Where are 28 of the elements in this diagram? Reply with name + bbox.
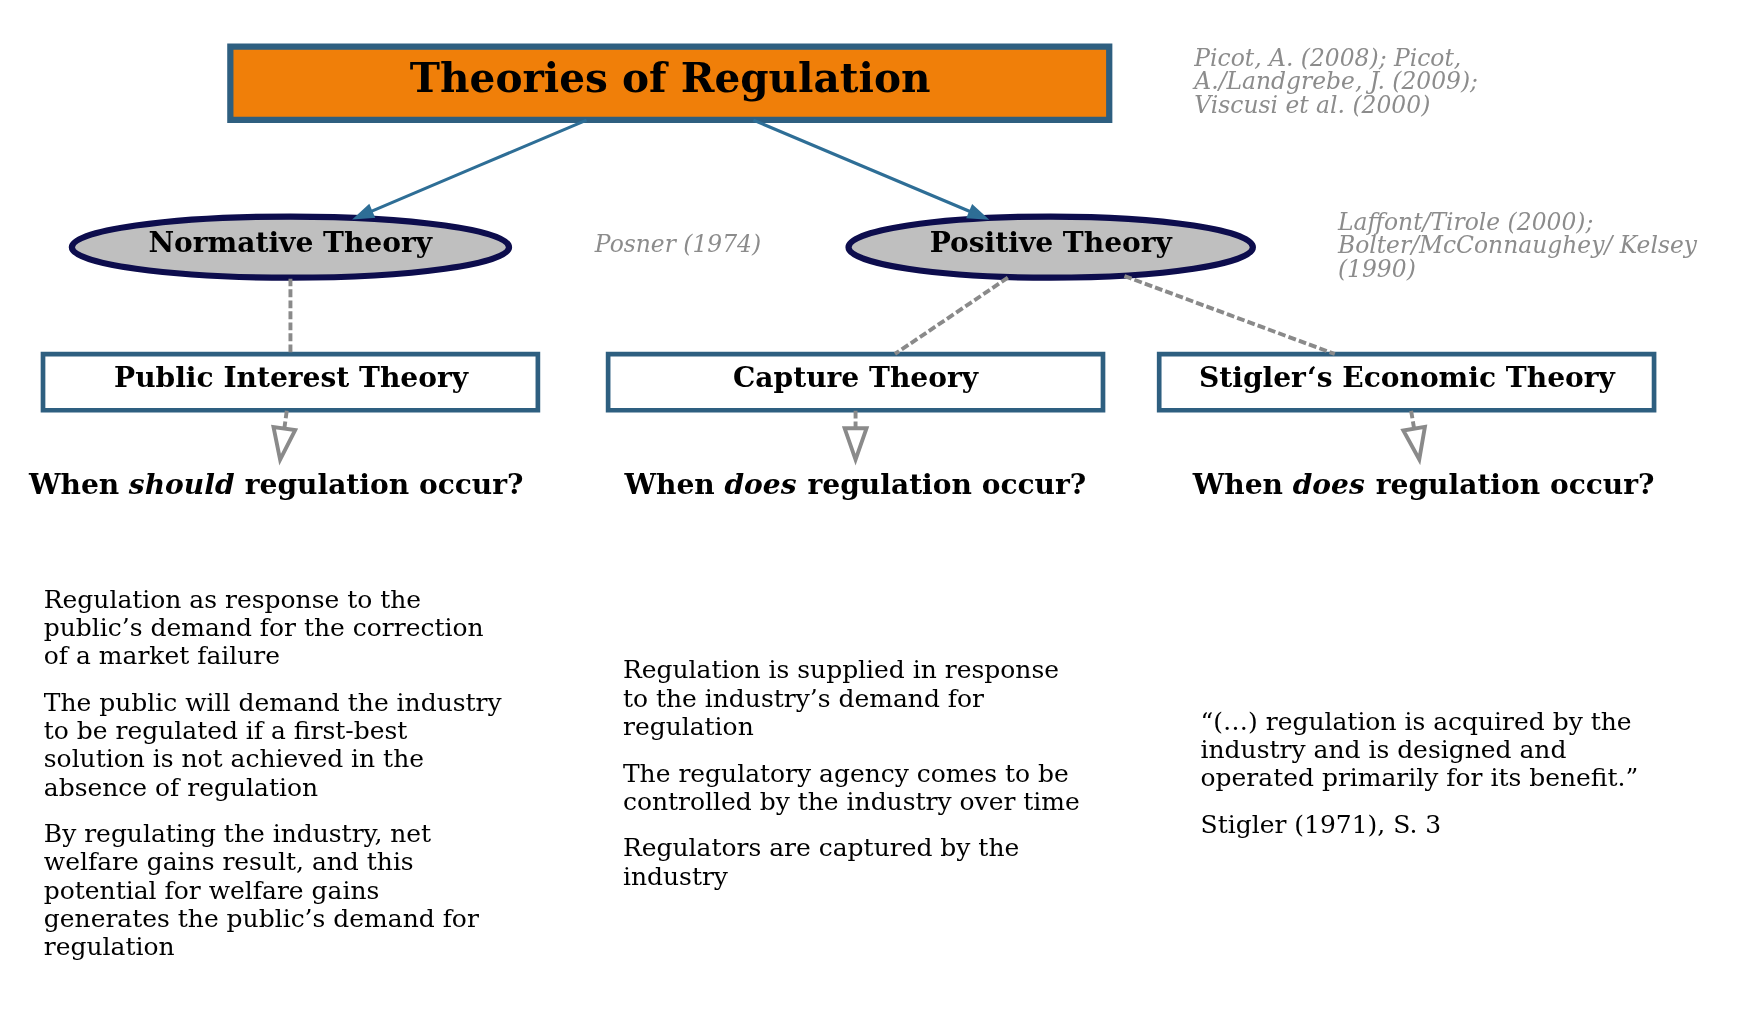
node-label: Stigler (1971), S. 3 — [1200, 810, 1442, 840]
connector — [1123, 274, 1336, 356]
arrow — [271, 410, 299, 466]
node-text: When does regulation occur? — [624, 467, 1087, 501]
node-label: The public will demand the industry to be regulated if a first-best solution is not achieved in the absence of regulation — [43, 688, 502, 802]
arrow — [841, 410, 870, 466]
node-label: Laffont/Tirole (2000); Bolter/McConnaughey/ Kelsey (1990) — [1337, 207, 1698, 283]
arrow — [1400, 410, 1428, 466]
node-box: Capture Theory — [605, 351, 1106, 413]
arrow — [352, 118, 588, 220]
node-box: Theories of Regulation — [227, 43, 1113, 124]
node-box: Public Interest Theory — [40, 351, 541, 413]
connector — [893, 276, 1009, 356]
node-ellipse: Normative Theory — [68, 213, 513, 281]
node-label: “(…) regulation is acquired by the industry and is designed and operated primarily for its benefit.” — [1200, 706, 1639, 793]
node-label: Picot, A. (2008); Picot, A./Landgrebe, J. (2009); Viscusi et al. (2000) — [1194, 44, 1478, 119]
node-label: Posner (1974) — [594, 229, 762, 258]
node-label: The regulatory agency comes to be controlled by the industry over time — [622, 758, 1080, 816]
node-ellipse: Positive Theory — [845, 213, 1256, 281]
node-label: Regulation as response to the public’s demand for the correction of a market failure — [43, 585, 484, 671]
node-label: Regulators are captured by the industry — [622, 833, 1020, 891]
arrow — [752, 118, 990, 220]
connector — [288, 278, 293, 354]
node-label: Regulation is supplied in response to the industry’s demand for regulation — [622, 655, 1060, 741]
node-label: By regulating the industry, net welfare gains result, and this potential for welfare gains generates the public’s demand for regulation — [43, 819, 479, 961]
node-text: When does regulation occur? — [1192, 467, 1655, 501]
node-box: Stigler‘s Economic Theory — [1156, 351, 1657, 413]
node-text: When should regulation occur? — [28, 467, 524, 501]
